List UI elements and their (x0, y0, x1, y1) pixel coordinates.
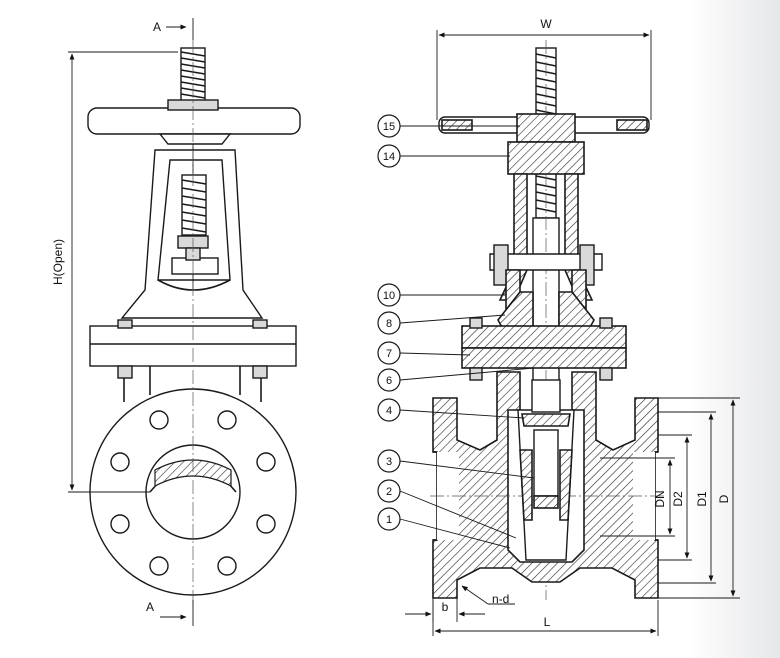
front-view: H(Open) A A (51, 18, 301, 626)
callout-8-label: 8 (386, 318, 392, 330)
yoke-front (120, 144, 264, 319)
callout-15-label: 15 (383, 121, 395, 133)
gate-wedge (517, 379, 575, 561)
callout-4: 4 (377, 398, 401, 422)
callout-7: 7 (377, 341, 401, 365)
section-view: W (377, 17, 740, 636)
callout-3-label: 3 (386, 456, 392, 468)
dimension-b: b (405, 598, 485, 622)
callout-14: 14 (377, 144, 401, 168)
callout-7-label: 7 (386, 348, 392, 360)
callout-10: 10 (377, 283, 401, 307)
callout-14-label: 14 (383, 151, 395, 163)
dimension-d2-label: D2 (671, 491, 685, 507)
dimension-dn-label: DN (653, 490, 667, 507)
callout-8: 8 (377, 311, 401, 335)
callout-1-label: 1 (386, 514, 392, 526)
dimension-h-open-label: H(Open) (51, 239, 65, 285)
callout-3: 3 (377, 449, 401, 473)
section-mark-bottom: A (146, 600, 194, 626)
callout-leaders (399, 125, 535, 549)
dimension-w: W (436, 17, 652, 120)
dimension-diameters: DN D2 D1 D (600, 397, 740, 599)
section-mark-bottom-label: A (146, 600, 154, 614)
dimension-l-label: L (544, 615, 551, 629)
dimension-nd-label: n-d (492, 592, 509, 606)
section-mark-top: A (153, 18, 194, 40)
callout-6-label: 6 (386, 375, 392, 387)
section-mark-top-label: A (153, 20, 161, 34)
dimension-h-open: H(Open) (51, 51, 178, 493)
dimension-w-label: W (540, 17, 552, 31)
dimension-nd: n-d (461, 585, 515, 606)
callout-1: 1 (377, 507, 401, 531)
stem (532, 40, 560, 600)
callout-2: 2 (377, 479, 401, 503)
callout-2-label: 2 (386, 486, 392, 498)
dimension-d-label: D (717, 494, 731, 503)
dimension-l: L (432, 600, 659, 636)
callout-15: 15 (377, 114, 401, 138)
bonnet-section (461, 291, 627, 381)
dimension-d1-label: D1 (695, 491, 709, 507)
callout-10-label: 10 (383, 290, 395, 302)
dimension-b-label: b (442, 600, 449, 614)
handwheel-section (438, 113, 650, 175)
handwheel-front (87, 99, 301, 145)
callout-4-label: 4 (386, 405, 392, 417)
callout-6: 6 (377, 368, 401, 392)
